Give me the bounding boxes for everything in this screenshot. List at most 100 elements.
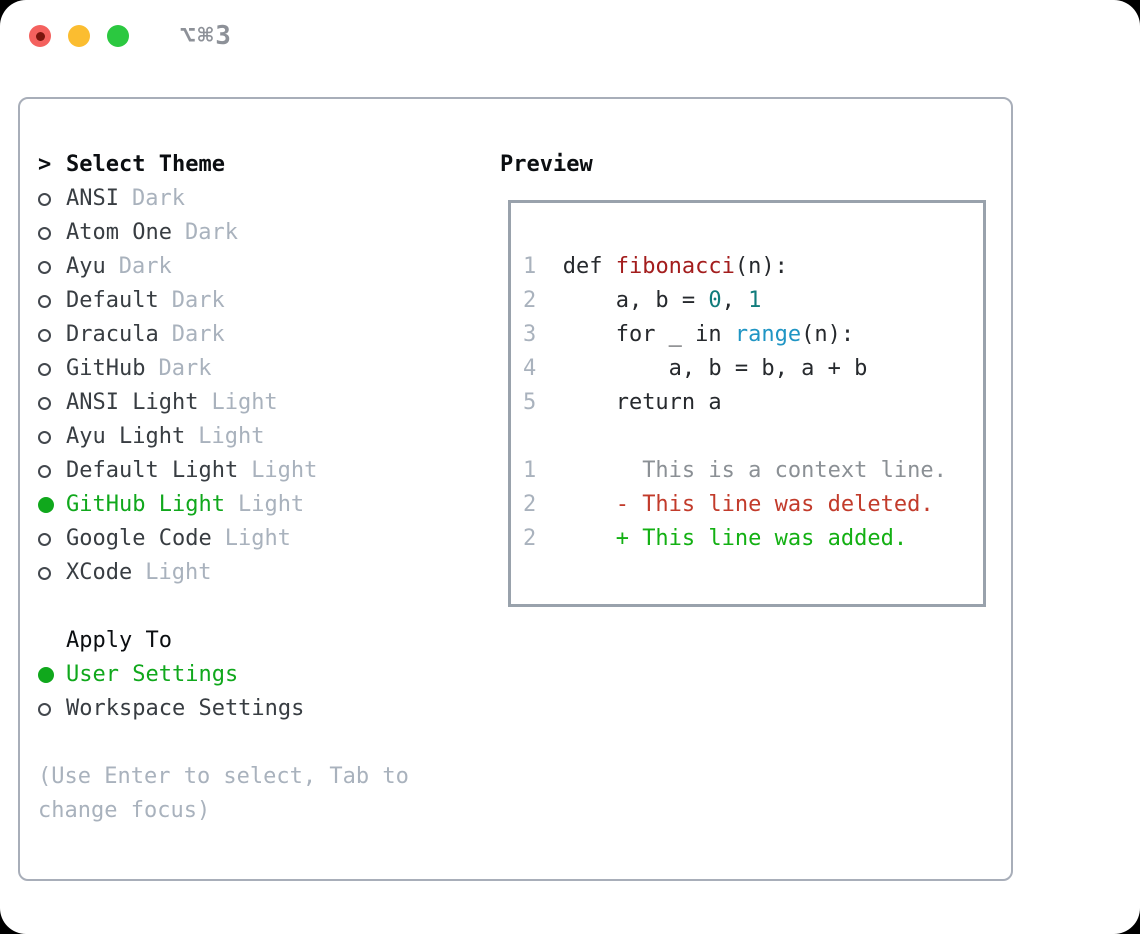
- line-number: 1: [523, 254, 537, 279]
- line-number: 2: [523, 492, 537, 517]
- code-token: + This line was added.: [562, 526, 908, 551]
- theme-name: ANSI: [66, 186, 119, 211]
- code-token: 0: [708, 288, 722, 313]
- theme-option[interactable]: GitHub Dark: [38, 352, 478, 386]
- radio-column: [38, 464, 66, 478]
- radio-column: [38, 532, 66, 546]
- theme-name: Ayu Light: [66, 424, 186, 449]
- radio-column: [38, 192, 66, 206]
- theme-name: Default: [66, 288, 159, 313]
- line-number: 2: [523, 526, 537, 551]
- apply-option[interactable]: Workspace Settings: [38, 692, 478, 726]
- theme-variant: Light: [251, 458, 318, 483]
- line-number: 4: [523, 356, 537, 381]
- radio-column: [38, 702, 66, 716]
- theme-option[interactable]: Default Light Light: [38, 454, 478, 488]
- line-number: 5: [523, 390, 537, 415]
- radio-icon: [38, 532, 51, 546]
- radio-icon: [38, 566, 51, 580]
- radio-column: [38, 260, 66, 274]
- preview-line: 2 a, b = 0, 1: [523, 284, 973, 318]
- preview-line: 5 return a: [523, 386, 973, 420]
- select-theme-title: Select Theme: [66, 152, 225, 177]
- radio-column: [38, 497, 66, 513]
- zoom-button[interactable]: [107, 25, 129, 47]
- theme-name: Google Code: [66, 526, 212, 551]
- theme-option[interactable]: Ayu Light Light: [38, 420, 478, 454]
- code-token: - This line was deleted.: [562, 492, 934, 517]
- theme-name: ANSI Light: [66, 390, 199, 415]
- theme-option[interactable]: GitHub Light Light: [38, 488, 478, 522]
- apply-to-title: Apply To: [66, 628, 172, 653]
- theme-name: Ayu: [66, 254, 106, 279]
- radio-icon: [38, 464, 51, 478]
- apply-option[interactable]: User Settings: [38, 658, 478, 692]
- theme-option[interactable]: Google Code Light: [38, 522, 478, 556]
- minimize-button[interactable]: [68, 25, 90, 47]
- code-token: 1: [748, 288, 762, 313]
- radio-icon: [38, 294, 51, 308]
- theme-name: GitHub: [66, 356, 146, 381]
- select-theme-header-row: > Select Theme: [38, 148, 478, 182]
- preview-line: 3 for _ in range(n):: [523, 318, 973, 352]
- radio-icon: [38, 362, 51, 376]
- theme-variant: Light: [224, 526, 291, 551]
- theme-name: Default Light: [66, 458, 239, 483]
- theme-name: GitHub Light: [66, 492, 225, 517]
- code-token: This is a context line.: [562, 458, 947, 483]
- theme-variant: Dark: [131, 186, 185, 211]
- line-number: 1: [523, 458, 537, 483]
- radio-column: [38, 430, 66, 444]
- theme-variant: Light: [237, 492, 305, 517]
- theme-option[interactable]: ANSI Dark: [38, 182, 478, 216]
- apply-option-label: User Settings: [66, 662, 239, 687]
- line-number: 3: [523, 322, 537, 347]
- radio-icon: [38, 226, 51, 240]
- code-token: a, b =: [562, 288, 709, 313]
- radio-column: [38, 294, 66, 308]
- theme-name: XCode: [66, 560, 133, 585]
- theme-option[interactable]: XCode Light: [38, 556, 478, 590]
- code-token: (n):: [734, 254, 788, 279]
- theme-variant: Dark: [184, 220, 238, 245]
- theme-variant: Light: [211, 390, 278, 415]
- theme-name: Dracula: [66, 322, 159, 347]
- code-token: fibonacci: [615, 254, 735, 279]
- radio-icon: [38, 396, 51, 410]
- line-number: 2: [523, 288, 537, 313]
- close-button[interactable]: [29, 25, 51, 47]
- code-token: range: [734, 322, 802, 347]
- radio-selected-icon: [38, 497, 54, 513]
- apply-option-label: Workspace Settings: [66, 696, 305, 721]
- theme-variant: Dark: [158, 356, 212, 381]
- code-token: return a: [562, 390, 722, 415]
- code-token: for _ in: [562, 322, 735, 347]
- theme-option[interactable]: Dracula Dark: [38, 318, 478, 352]
- radio-icon: [38, 702, 51, 716]
- radio-selected-icon: [38, 667, 54, 683]
- radio-column: [38, 226, 66, 240]
- preview-line: 2 + This line was added.: [523, 522, 973, 556]
- theme-variant: Dark: [171, 322, 225, 347]
- theme-variant: Light: [145, 560, 212, 585]
- theme-option[interactable]: ANSI Light Light: [38, 386, 478, 420]
- window-title: ⌥⌘3: [180, 21, 233, 51]
- code-token: ,: [721, 288, 749, 313]
- radio-column: [38, 667, 66, 683]
- radio-column: [38, 328, 66, 342]
- prompt-caret-icon: >: [38, 152, 52, 177]
- radio-column: [38, 566, 66, 580]
- titlebar: ⌥⌘3: [0, 0, 1140, 72]
- theme-variant: Light: [198, 424, 265, 449]
